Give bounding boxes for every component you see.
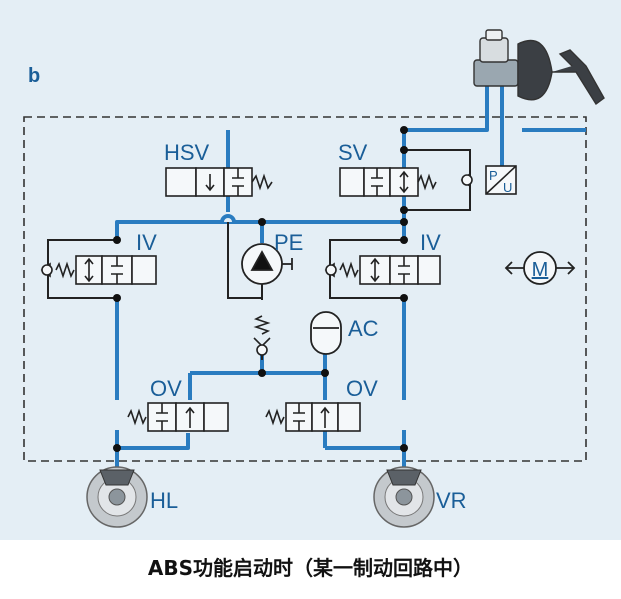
control-unit-boundary bbox=[23, 116, 587, 462]
wheel-vr-icon bbox=[373, 466, 435, 528]
accumulator-label: AC bbox=[348, 316, 379, 341]
sv-label: SV bbox=[338, 140, 368, 165]
sensor-p-label: P bbox=[489, 168, 498, 183]
iv-right-label: IV bbox=[420, 230, 441, 255]
sv-valve bbox=[339, 167, 473, 197]
panel-letter: b bbox=[28, 65, 40, 87]
motor-symbol bbox=[504, 251, 576, 285]
junction-dots bbox=[113, 126, 408, 452]
hydraulic-schematic: P U bbox=[23, 29, 605, 528]
diagram-caption: ABS功能启动时（某一制动回路中） bbox=[147, 556, 474, 580]
iv-left-label: IV bbox=[136, 230, 157, 255]
motor-label: M bbox=[532, 259, 549, 281]
pump-symbol bbox=[241, 243, 293, 285]
wheel-hl-icon bbox=[86, 466, 148, 528]
wheel-hl-label: HL bbox=[150, 488, 178, 513]
hsv-label: HSV bbox=[164, 140, 210, 165]
ov-left-valve bbox=[127, 402, 229, 432]
sensor-u-label: U bbox=[503, 180, 512, 195]
iv-left-valve bbox=[40, 255, 157, 285]
line-crossover bbox=[220, 214, 236, 223]
wheel-vr-label: VR bbox=[436, 488, 467, 513]
master-cylinder-icon bbox=[473, 29, 605, 106]
pump-label: PE bbox=[274, 230, 303, 255]
ov-left-label: OV bbox=[150, 376, 182, 401]
ov-right-valve bbox=[265, 402, 361, 432]
pump-check-valve bbox=[253, 315, 271, 356]
iv-right-valve bbox=[324, 255, 441, 285]
pressure-sensor bbox=[485, 165, 517, 195]
accumulator-symbol bbox=[310, 311, 342, 355]
ov-right-label: OV bbox=[346, 376, 378, 401]
hsv-valve bbox=[165, 167, 273, 197]
